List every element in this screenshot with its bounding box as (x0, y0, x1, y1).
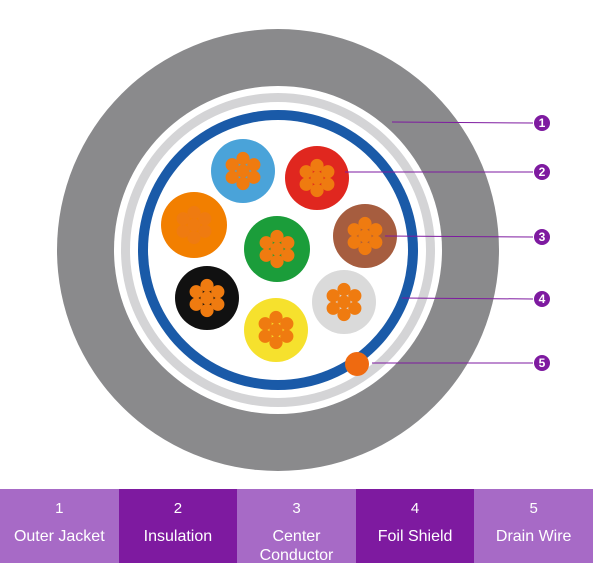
conductor-strand (225, 158, 239, 172)
conductor-strand (236, 164, 250, 178)
conductor-strand (211, 297, 225, 311)
conductor-strand (348, 289, 362, 303)
legend-item-insulation: 2 Insulation (118, 489, 238, 563)
conductor-strand (269, 310, 283, 325)
conductor-strand (258, 329, 272, 343)
conductor-strand (348, 301, 362, 315)
conductor-strand (198, 224, 212, 238)
conductor-strand (270, 242, 284, 256)
conductor-strand (310, 171, 324, 185)
conductor-strand (258, 317, 272, 331)
conductor-strand (236, 151, 250, 166)
legend-label: Outer Jacket (13, 528, 105, 545)
conductor-strand (247, 158, 261, 172)
conductor-strand (310, 183, 324, 198)
conductor-strand (200, 291, 214, 305)
callout-marker (534, 291, 550, 307)
conductor-strand (310, 158, 324, 173)
conductor-strand (198, 212, 212, 226)
conductor-strand (187, 230, 201, 245)
callout-number: 3 (539, 230, 546, 244)
callout-leader-line (391, 121, 534, 124)
conductor-strand (200, 278, 214, 293)
legend-label: Center Conductor (259, 528, 334, 564)
callout-leader-line (401, 297, 534, 300)
legend-number: 3 (292, 500, 301, 517)
callout-number: 1 (539, 116, 546, 130)
legend-number: 5 (529, 500, 538, 517)
conductor-strand (321, 165, 335, 179)
conductor-strand (358, 241, 372, 256)
conductor-strand (347, 235, 361, 249)
conductor-strand (280, 329, 294, 343)
conductor-strand (176, 224, 190, 238)
legend-bar: 1 Outer Jacket 2 Insulation 3 Center Con… (0, 489, 593, 564)
legend-label: Foil Shield (377, 528, 453, 545)
conductor-strand (280, 317, 294, 331)
conductor-strand (337, 307, 351, 322)
conductor-strand (259, 236, 273, 250)
drain-wire (345, 352, 369, 376)
conductor-strand (326, 289, 340, 303)
conductor-strand (269, 323, 283, 337)
callout-marker (534, 164, 550, 180)
conductor-strand (187, 205, 201, 220)
callout-number: 5 (539, 356, 546, 370)
conductor-strand (270, 229, 284, 244)
callout-marker (534, 229, 550, 245)
conductor-strand (358, 216, 372, 231)
conductor-strand (337, 282, 351, 297)
conductor-strand (299, 165, 313, 179)
callout-number: 2 (539, 165, 546, 179)
callout-number: 4 (539, 292, 546, 306)
conductor-strand (189, 297, 203, 311)
conductor-strand (247, 170, 261, 184)
conductor-strand (236, 176, 250, 191)
conductor-strand (337, 295, 351, 309)
conductor-strand (259, 248, 273, 262)
conductor-strand (326, 301, 340, 315)
legend-item-drain-wire: 5 Drain Wire (474, 489, 593, 563)
callout-marker (534, 115, 550, 131)
conductor-strand (200, 303, 214, 318)
callout-marker (534, 355, 550, 371)
conductor-strand (369, 235, 383, 249)
conductor-strand (270, 254, 284, 269)
conductor-strand (225, 170, 239, 184)
legend-item-center-conductor: 3 Center Conductor (237, 489, 356, 564)
legend-number: 2 (173, 500, 183, 517)
conductor-strand (189, 285, 203, 299)
legend-item-foil-shield: 4 Foil Shield (355, 489, 475, 563)
legend-item-outer-jacket: 1 Outer Jacket (0, 489, 119, 563)
conductor-strand (187, 218, 201, 232)
legend-label: Insulation (143, 528, 213, 545)
cable-diagram: 1 2 3 4 5 (57, 29, 550, 471)
conductor-strand (299, 177, 313, 191)
legend-label: Drain Wire (495, 528, 572, 545)
conductor-strand (358, 229, 372, 243)
conductor-strand (369, 223, 383, 237)
legend-number: 4 (410, 500, 420, 517)
conductor-strand (347, 223, 361, 237)
legend-number: 1 (55, 500, 64, 517)
conductor-strand (176, 212, 190, 226)
callout-leader-line (384, 235, 534, 238)
conductor-strand (269, 335, 283, 350)
conductor-strand (281, 248, 295, 262)
conductor-strand (211, 285, 225, 299)
conductor-strand (281, 236, 295, 250)
conductor-strand (321, 177, 335, 191)
